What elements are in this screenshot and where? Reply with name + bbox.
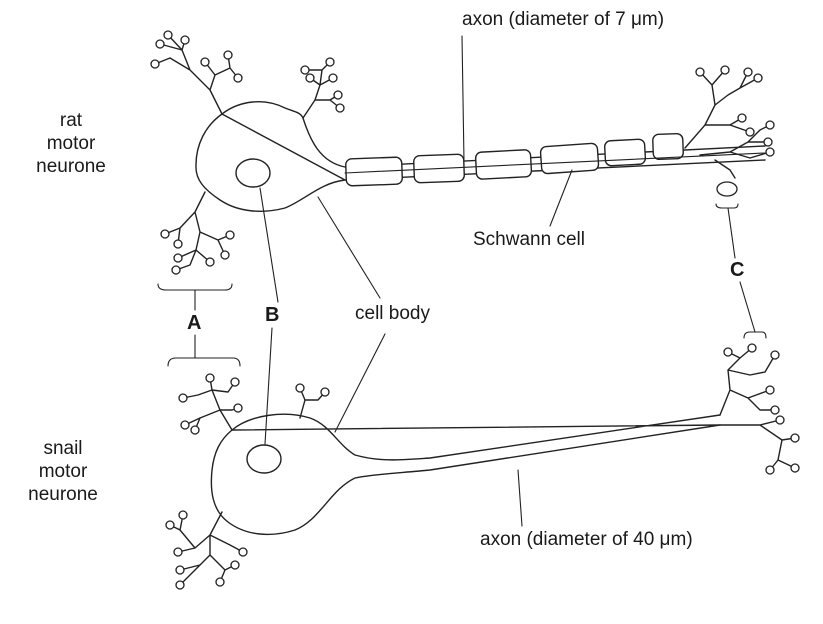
rat-dendrite-topleft: [154, 34, 239, 115]
snail-dendrite-top: [182, 377, 326, 431]
snail-motor-neurone-label: snail motor neurone: [18, 437, 108, 507]
snail-label-line: neurone: [28, 484, 98, 506]
rat-axon-terminal: [684, 69, 771, 179]
schwann-cell-label: Schwann cell: [473, 229, 585, 250]
snail-label-line: snail: [43, 438, 83, 459]
rat-label-line: rat: [59, 110, 83, 131]
cell-body-label: cell body: [355, 303, 430, 324]
axon-rat-label: axon (diameter of 7 μm): [462, 9, 665, 30]
rat-motor-neurone-label: rat motor neurone: [26, 109, 116, 179]
rat-label-line: neurone: [36, 156, 106, 178]
rat-dendrite-topright: [302, 61, 341, 119]
snail-nucleus: [246, 444, 282, 474]
rat-nucleus: [235, 158, 271, 188]
label-b: B: [265, 304, 280, 326]
rat-dendrite-bottomleft: [164, 191, 231, 271]
label-a: A: [187, 312, 202, 334]
label-c: C: [730, 259, 745, 281]
rat-label-line: motor: [46, 133, 96, 155]
rat-neurone: [150, 30, 775, 275]
axon-snail-label: axon (diameter of 40 μm): [480, 529, 693, 550]
snail-axon-terminal: [719, 347, 796, 471]
snail-cell-body: [210, 413, 721, 536]
snail-label-line: motor: [38, 461, 88, 483]
snail-neurone: [165, 343, 800, 590]
snail-dendrite-bottom: [169, 511, 244, 586]
leader-lines: [157, 35, 767, 527]
